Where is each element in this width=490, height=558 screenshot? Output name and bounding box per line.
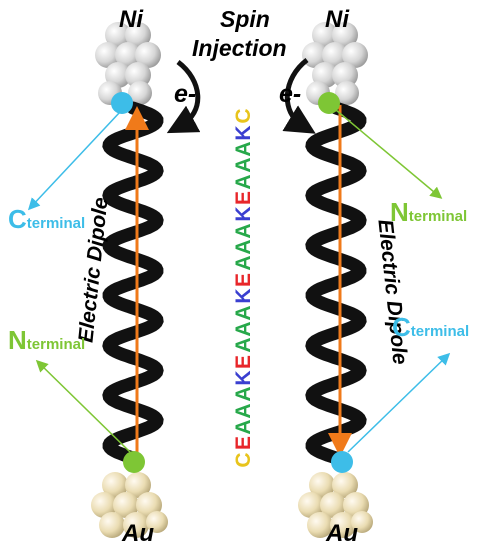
- sequence-letter: A: [232, 403, 255, 419]
- sequence-letter: A: [232, 419, 255, 435]
- gold-cluster-left: [91, 472, 168, 538]
- nickel-cluster-right: [302, 22, 368, 105]
- au-label-right: Au: [326, 520, 358, 547]
- sequence-letter: A: [232, 141, 255, 157]
- electron-arrow-right: [282, 58, 316, 134]
- au-label-left: Au: [122, 520, 154, 547]
- n-terminal-label-right: Nterminal: [390, 197, 468, 227]
- c-terminal-pointer-right: [347, 352, 451, 453]
- c-terminal-label-right: Cterminal: [392, 312, 470, 342]
- n-terminus-bead-left: [123, 451, 145, 473]
- sequence-letter: E: [232, 190, 255, 206]
- sequence-letter: E: [232, 354, 255, 369]
- sequence-letter: K: [232, 288, 255, 304]
- n-terminal-pointer-left: [35, 359, 131, 453]
- c-terminal-pointer-left: [27, 111, 121, 211]
- c-terminus-bead-left: [111, 92, 133, 114]
- sequence-letter: C: [232, 452, 255, 468]
- c-terminus-bead-right: [331, 451, 353, 473]
- sequence-letter: E: [232, 436, 255, 451]
- electron-label-right: e-: [279, 80, 302, 108]
- electron-arrow-left: [166, 60, 201, 134]
- ni-label-left: Ni: [119, 6, 143, 33]
- sequence-letter: C: [232, 108, 255, 124]
- sequence-letter: A: [232, 386, 255, 402]
- sequence-letter: K: [232, 206, 255, 222]
- ni-label-right: Ni: [325, 6, 349, 33]
- n-terminus-bead-right: [318, 92, 340, 114]
- spin-label: Spin: [220, 6, 270, 32]
- sequence-letter: A: [232, 321, 255, 337]
- injection-label: Injection: [192, 35, 287, 61]
- electron-label-left: e-: [174, 80, 197, 108]
- helix-left: [102, 101, 164, 465]
- n-terminal-label-left: Nterminal: [8, 325, 86, 355]
- c-terminal-label-left: Cterminal: [8, 204, 86, 234]
- sequence-letter: A: [232, 174, 255, 190]
- helix-right: [305, 101, 367, 465]
- nickel-cluster-left: [95, 22, 161, 105]
- sequence-letter: A: [232, 239, 255, 255]
- n-terminal-pointer-right: [335, 109, 443, 199]
- sequence-letter: E: [232, 272, 255, 287]
- gold-cluster-right: [298, 472, 373, 538]
- sequence-letter: A: [232, 337, 255, 353]
- sequence-letter: A: [232, 223, 255, 239]
- sequence-letter: K: [232, 370, 255, 386]
- sequence-letter: A: [232, 304, 255, 321]
- sequence-letter: A: [232, 255, 255, 272]
- sequence-letter: A: [232, 157, 255, 173]
- sequence-letter: K: [232, 124, 255, 141]
